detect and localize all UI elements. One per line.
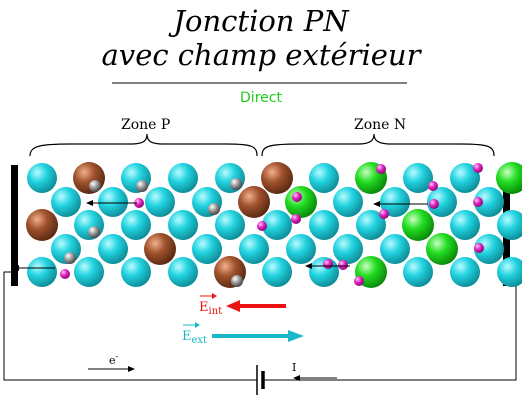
silicon-atom [450,257,480,287]
zone-n-brace [261,133,495,157]
silicon-atom [145,187,175,217]
acceptor-atom [144,233,176,265]
silicon-atom [309,163,339,193]
silicon-atom [168,163,198,193]
silicon-atom [427,187,457,217]
silicon-atom [450,210,480,240]
electron-flow-arrow-head [128,366,135,372]
silicon-atom [168,210,198,240]
free-electron [323,259,333,269]
silicon-atom [27,163,57,193]
e-ext-arrow-head [288,330,304,342]
hole [231,275,243,287]
silicon-atom [403,257,433,287]
free-electron [134,198,144,208]
left-electrode [11,165,18,286]
title-line-2: avec champ extérieur [101,38,421,72]
silicon-atom [380,187,410,217]
hole [89,180,101,192]
silicon-atom [51,187,81,217]
current-label: I [292,361,296,374]
free-electron [473,197,483,207]
silicon-atom [262,257,292,287]
silicon-atom [380,234,410,264]
e-ext-subscript: ext [192,335,208,346]
silicon-atom [215,163,245,193]
e-ext-vector: Eext [182,322,304,346]
e-int-arrow-head [226,300,240,312]
e-ext-label: Eext [182,329,207,346]
carrier-motion-arrows [12,200,428,271]
free-electron [291,214,301,224]
acceptor-atom [261,162,293,194]
acceptor-atom [238,186,270,218]
free-electron [429,199,439,209]
silicon-atom [309,210,339,240]
acceptor-atom [73,162,105,194]
acceptor-atom [26,209,58,241]
silicon-atom [262,210,292,240]
hole [136,180,148,192]
silicon-atom [474,234,504,264]
silicon-atom [403,163,433,193]
free-electron [60,269,70,279]
donor-atom [496,162,522,194]
free-electron [257,221,267,231]
hole [230,178,242,190]
free-electron [428,181,438,191]
silicon-atom [168,257,198,287]
silicon-atom [333,187,363,217]
silicon-atom [286,234,316,264]
donor-atom [426,233,458,265]
donor-atom [285,186,317,218]
silicon-atom [27,257,57,287]
free-electron [292,192,302,202]
crystal-lattice [26,162,522,288]
free-electron [376,164,386,174]
silicon-atom [74,257,104,287]
title-line-1: Jonction PN [173,4,349,38]
silicon-atom [497,210,522,240]
silicon-atom [192,234,222,264]
carrier-arrow-head [373,201,380,207]
silicon-atom [497,257,522,287]
e-int-subscript: int [209,306,223,317]
silicon-atom [121,210,151,240]
electron-flow-label: e- [109,352,119,367]
current-arrow-head [293,375,300,381]
donor-atom [402,209,434,241]
e-ext-overarrow-head [195,322,200,328]
silicon-atom [74,210,104,240]
free-electron [473,163,483,173]
hole [208,203,220,215]
free-electron [338,260,348,270]
zone-p-brace [29,133,258,157]
silicon-atom [474,187,504,217]
zone-p-label: Zone P [121,117,171,133]
free-electron [379,209,389,219]
carrier-arrow-head [305,263,312,269]
free-electron [354,276,364,286]
silicon-atom [121,257,151,287]
silicon-atom [215,210,245,240]
silicon-atom [239,234,269,264]
e-int-vector: Eint [199,293,286,317]
hole [64,252,76,264]
bias-mode-label: Direct [240,90,282,106]
circuit-wire [3,271,517,381]
silicon-atom [98,187,128,217]
silicon-atom [98,234,128,264]
hole [88,226,100,238]
silicon-atom [356,210,386,240]
e-int-label: Eint [199,300,222,317]
silicon-atom [333,234,363,264]
free-electron [474,243,484,253]
electron-charge-sign: - [116,352,119,361]
carrier-arrow-head [86,200,93,206]
zone-n-label: Zone N [354,117,407,133]
e-int-overarrow-head [212,293,217,299]
silicon-atom [450,163,480,193]
carrier-arrow-head [12,265,19,271]
